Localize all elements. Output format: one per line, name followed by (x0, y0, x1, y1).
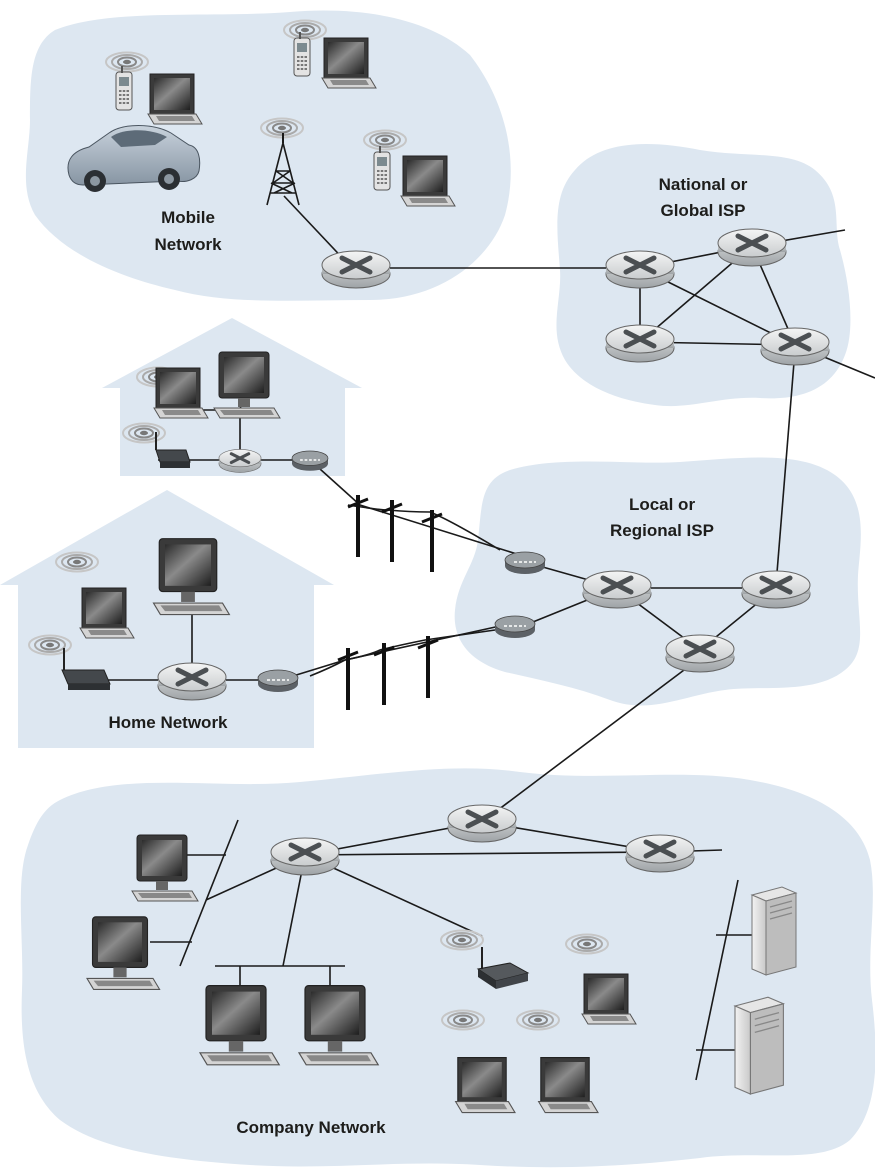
wireless-signal-icon (105, 51, 149, 73)
router-icon (761, 328, 829, 365)
wireless-signal-icon (363, 129, 407, 151)
router-icon (271, 838, 339, 875)
router-icon (742, 571, 810, 608)
laptop-icon (153, 367, 209, 419)
local-isp-region (454, 457, 861, 706)
mobile-network-devices (67, 19, 456, 289)
modem-icon (291, 450, 329, 472)
mobile-network-region (25, 10, 511, 301)
car-icon (67, 125, 201, 192)
national-isp-label-line2: Global ISP (660, 201, 745, 220)
modem-icon (504, 551, 546, 575)
router-icon (606, 325, 674, 362)
modem-icon (257, 669, 299, 693)
wireless-signal-icon (122, 422, 166, 444)
wireless-signal-icon (283, 19, 327, 41)
home-network-lower-house (0, 490, 334, 748)
network-labels: Mobile Network National or Global ISP Lo… (108, 175, 747, 1137)
router-icon (666, 635, 734, 672)
wireless-signal-icon (565, 933, 609, 955)
laptop-icon (581, 973, 637, 1025)
local-isp-label-line1: Local or (629, 495, 696, 514)
server-icon (751, 886, 797, 976)
wireless-signal-icon (440, 929, 484, 951)
router-icon (217, 447, 263, 474)
cell-phone-icon (373, 145, 391, 191)
cell-tower-icon (266, 133, 300, 206)
server-icon (734, 996, 785, 1095)
router-icon (606, 251, 674, 288)
router-icon (158, 663, 226, 700)
wireless-signal-icon (55, 551, 99, 573)
modem-icon (494, 615, 536, 639)
laptop-icon (321, 37, 377, 89)
utility-pole-icon (420, 508, 444, 574)
wireless-access-point-icon (155, 432, 191, 468)
laptop-icon (79, 587, 135, 639)
utility-pole-icon (372, 641, 396, 707)
wireless-signal-icon (516, 1009, 560, 1031)
router-icon (448, 805, 516, 842)
utility-pole-icon (346, 493, 370, 559)
company-network-label: Company Network (236, 1118, 386, 1137)
cell-phone-icon (115, 65, 133, 111)
mobile-network-label-line1: Mobile (161, 208, 215, 227)
router-icon (626, 835, 694, 872)
utility-poles (336, 493, 444, 712)
router-icon (718, 229, 786, 266)
lower-home-devices (28, 538, 299, 700)
wireless-signal-icon (441, 1009, 485, 1031)
cell-phone-icon (293, 31, 311, 77)
laptop-icon (400, 155, 456, 207)
wireless-access-point-icon (61, 648, 111, 690)
laptop-icon (147, 73, 203, 125)
router-icon (583, 571, 651, 608)
mobile-network-label-line2: Network (154, 235, 222, 254)
utility-pole-icon (416, 634, 440, 700)
upper-home-devices (122, 351, 329, 474)
home-network-label: Home Network (108, 713, 228, 732)
router-icon (322, 251, 390, 288)
utility-pole-icon (380, 498, 404, 564)
laptop-icon (538, 1057, 599, 1114)
local-isp-label-line2: Regional ISP (610, 521, 714, 540)
laptop-icon (455, 1057, 516, 1114)
national-isp-label-line1: National or (659, 175, 748, 194)
